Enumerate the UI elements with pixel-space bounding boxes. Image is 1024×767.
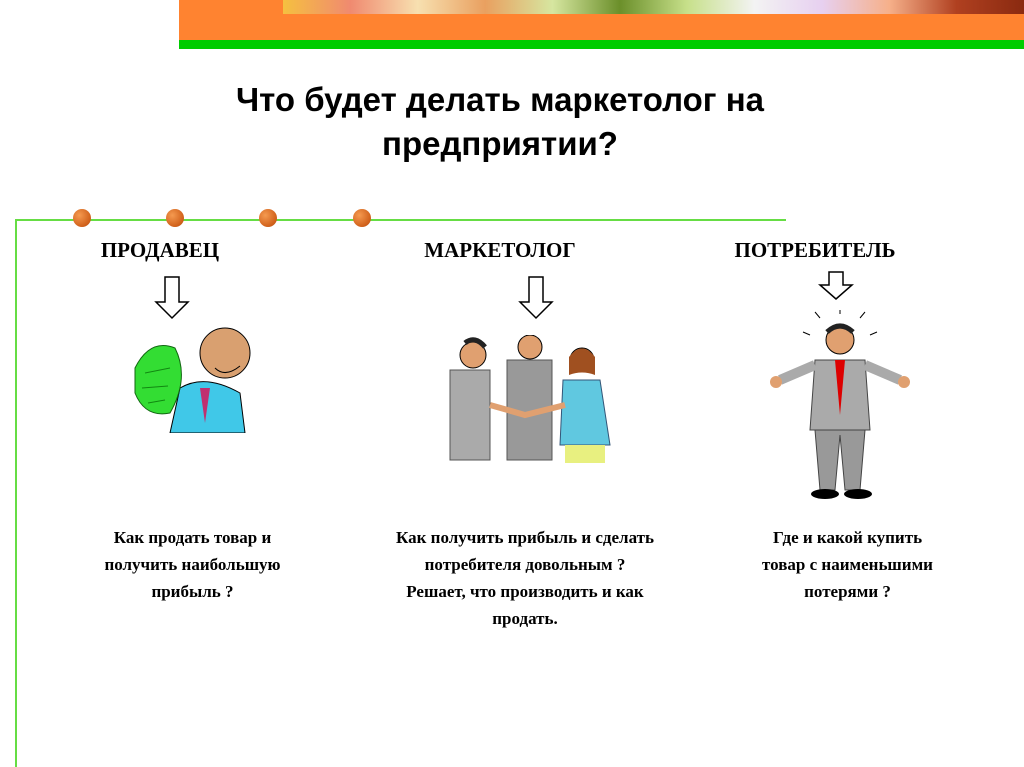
down-arrow-icon	[154, 276, 190, 320]
seller-with-money-illustration	[134, 327, 251, 433]
consumer-description: Где и какой купить товар с наименьшими п…	[715, 524, 980, 605]
bullet-dot	[166, 209, 184, 227]
confused-consumer-illustration	[770, 310, 910, 499]
bullet-dot	[259, 209, 277, 227]
divider-vertical	[15, 219, 17, 767]
bullet-dot	[73, 209, 91, 227]
handshake-group-illustration	[449, 335, 611, 463]
slide-title: Что будет делать маркетолог на предприят…	[100, 78, 900, 166]
header-green-stripe	[179, 40, 1024, 49]
desc-line: потребителя довольным ?	[424, 555, 626, 574]
desc-line: получить наибольшую	[104, 555, 281, 574]
desc-line: потерями ?	[804, 582, 891, 601]
down-arrow-icon	[518, 276, 554, 320]
down-arrow-icon	[818, 271, 854, 300]
desc-line: Где и какой купить	[772, 528, 923, 547]
title-line-1: Что будет делать маркетолог на	[235, 81, 765, 118]
desc-line: Как получить прибыль и сделать	[396, 528, 654, 547]
role-consumer: ПОТРЕБИТЕЛЬ	[734, 238, 896, 262]
desc-line: товар с наименьшими	[762, 555, 933, 574]
desc-line: Решает, что производить и как	[406, 582, 644, 601]
title-line-2: предприятии?	[382, 125, 618, 162]
desc-line: прибыль ?	[151, 582, 234, 601]
desc-line: Как продать товар и	[113, 528, 272, 547]
role-marketer: МАРКЕТОЛОГ	[424, 238, 576, 262]
divider-horizontal	[15, 219, 786, 221]
role-seller: ПРОДАВЕЦ	[100, 238, 220, 262]
desc-line: продать.	[492, 609, 558, 628]
marketer-description: Как получить прибыль и сделать потребите…	[345, 524, 705, 632]
header-flower-strip	[283, 0, 1024, 14]
seller-description: Как продать товар и получить наибольшую …	[55, 524, 330, 605]
bullet-dot	[353, 209, 371, 227]
